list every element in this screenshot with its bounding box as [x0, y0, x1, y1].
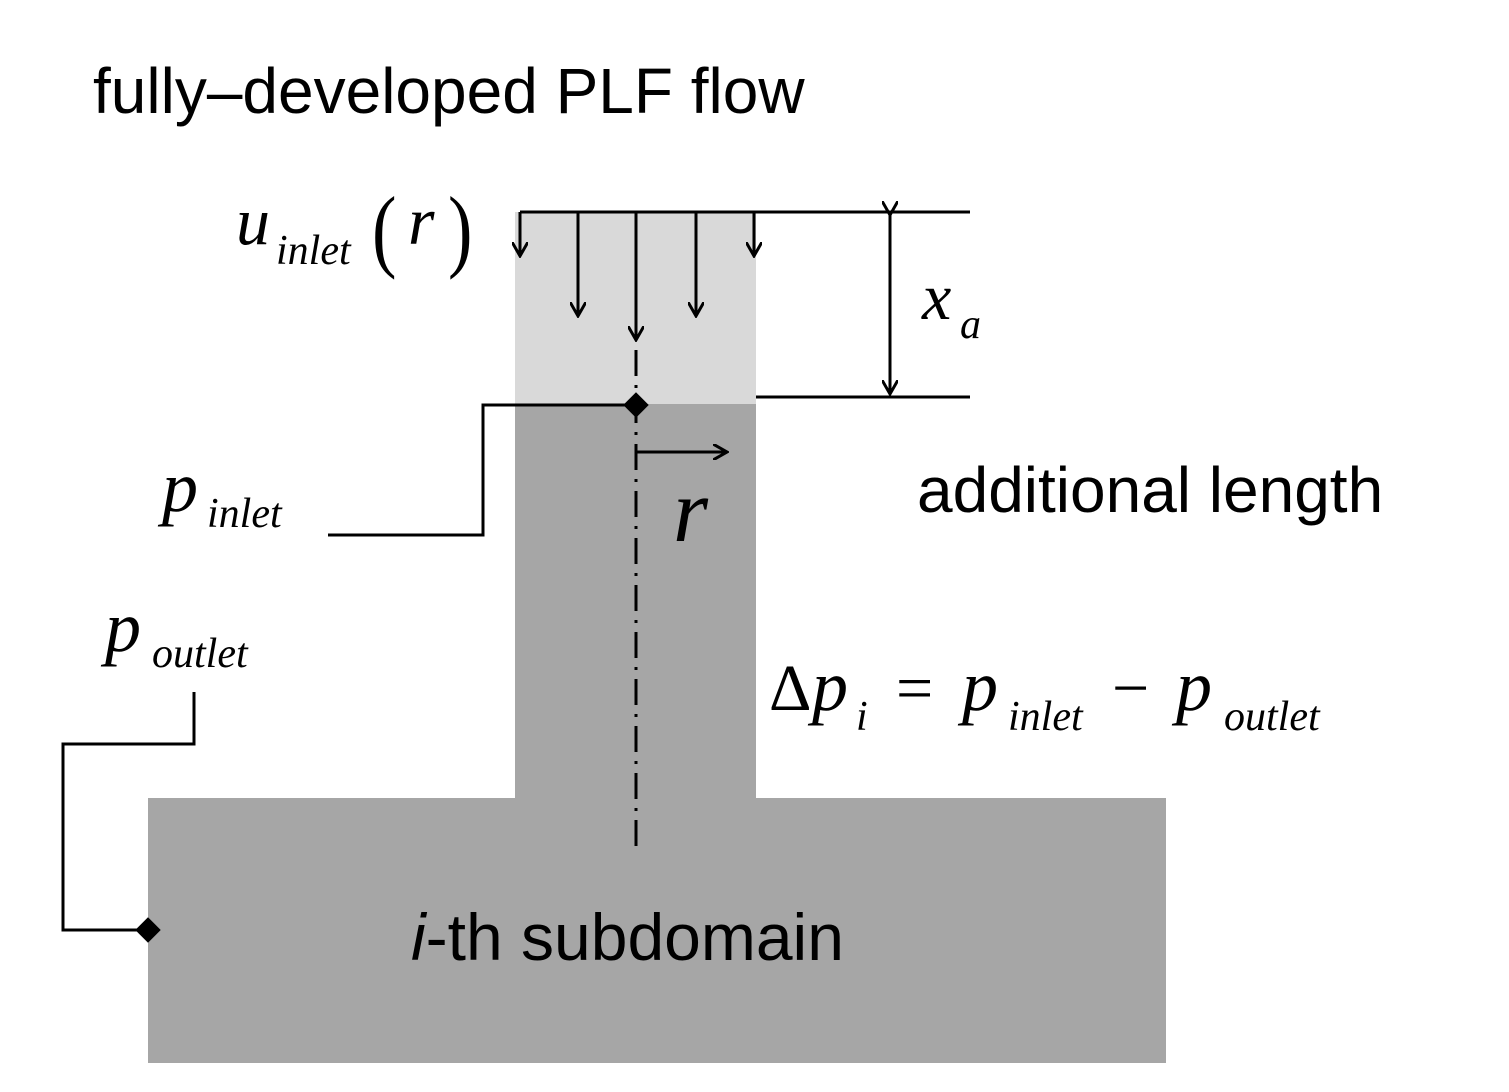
dp-symbol: p	[807, 646, 848, 726]
u-inlet-label: u inlet ( r )	[236, 179, 473, 281]
u-inlet-subscript: inlet	[276, 228, 352, 274]
p-inlet-symbol: p	[157, 447, 198, 527]
p-outlet-symbol: p	[100, 587, 141, 667]
subdomain-label: i-th subdomain	[411, 900, 844, 974]
eq-outlet-subscript: outlet	[1224, 694, 1321, 740]
p-inlet-leader	[328, 403, 636, 537]
p-outlet-subscript: outlet	[152, 631, 249, 677]
p-outlet-marker	[135, 917, 161, 943]
p-inlet-label: p inlet	[157, 447, 283, 537]
r-label: r	[673, 462, 709, 561]
pressure-drop-equation: Δ p i = p inlet − p outlet	[769, 646, 1321, 740]
p-outlet-leader	[61, 692, 196, 932]
equals-sign: =	[896, 652, 933, 725]
subdomain-italic-i: i	[411, 900, 428, 974]
eq-p-inlet-symbol: p	[957, 646, 998, 726]
dp-i-subscript: i	[856, 694, 868, 740]
u-r-argument: r	[408, 183, 435, 259]
minus-sign: −	[1112, 652, 1149, 725]
p-inlet-subscript: inlet	[207, 491, 283, 537]
close-paren: )	[448, 179, 473, 281]
u-symbol: u	[236, 183, 270, 259]
eq-inlet-subscript: inlet	[1008, 694, 1084, 740]
p-inlet-marker	[623, 392, 649, 418]
p-outlet-label: p outlet	[100, 587, 249, 677]
xa-label: x a	[921, 261, 981, 348]
x-symbol: x	[921, 261, 951, 334]
open-paren: (	[372, 179, 397, 281]
subdomain-label-rest: -th subdomain	[426, 900, 844, 974]
additional-length-label: additional length	[917, 454, 1383, 526]
subdomain-body	[148, 798, 1166, 1063]
delta-symbol: Δ	[769, 652, 811, 725]
diagram-title: fully–developed PLF flow	[93, 55, 805, 127]
eq-p-outlet-symbol: p	[1171, 646, 1212, 726]
x-a-subscript: a	[960, 302, 981, 348]
